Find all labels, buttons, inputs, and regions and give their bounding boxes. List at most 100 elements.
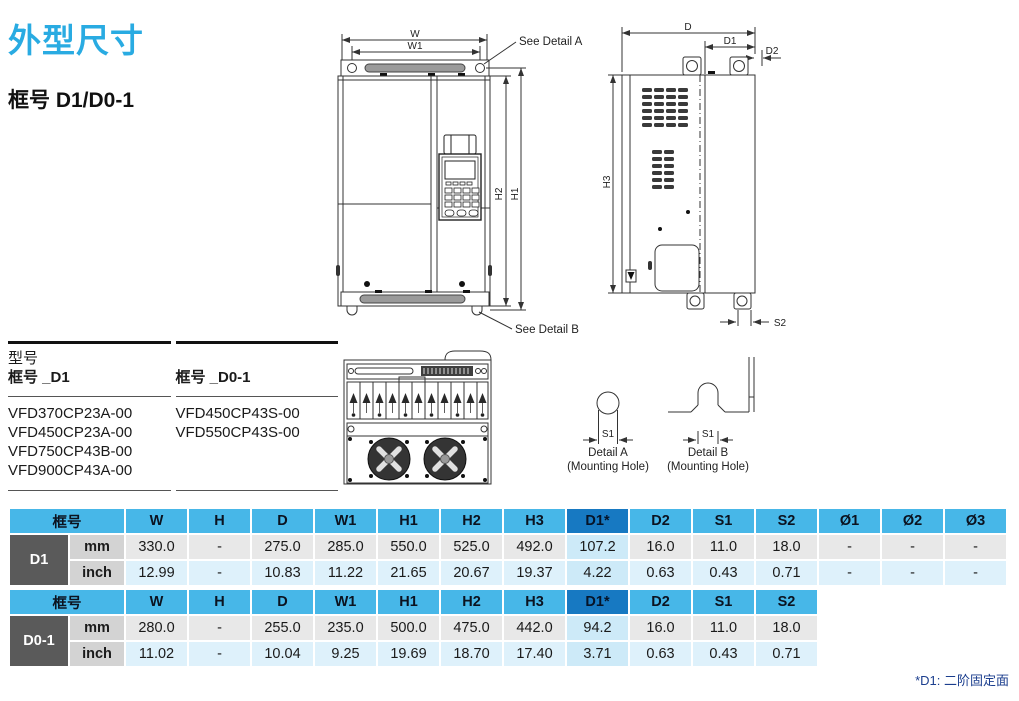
- column-header-cell: W: [126, 590, 187, 614]
- front-view-drawing: W W1 H2 H1 See Detail A See Detail B: [336, 29, 583, 336]
- dimension-value-cell: 0.43: [693, 642, 754, 666]
- footnote: *D1: 二阶固定面: [915, 673, 1009, 688]
- model-number: VFD900CP43A-00: [8, 462, 133, 479]
- column-header-cell: Ø3: [945, 509, 1006, 533]
- dimension-value-cell: 18.0: [756, 616, 817, 640]
- column-header-cell: H2: [441, 509, 502, 533]
- dimension-value-cell: 11.22: [315, 561, 376, 585]
- dimension-value-cell: 11.02: [126, 642, 187, 666]
- dimension-value-cell: -: [189, 616, 250, 640]
- terminal-lugs: [349, 393, 487, 417]
- dimension-value-cell: -: [189, 642, 250, 666]
- dimension-value-cell: 280.0: [126, 616, 187, 640]
- dim-label-d2: D2: [766, 46, 779, 57]
- model-list-heading-spacer: [176, 349, 339, 368]
- dim-label-h1: H1: [510, 187, 521, 200]
- model-list-head: 型号框号 _D1: [8, 341, 171, 397]
- frame-row-label: D1: [10, 535, 68, 585]
- dimension-value-cell: 492.0: [504, 535, 565, 559]
- column-header-cell: H1: [378, 509, 439, 533]
- dimension-value-cell: 550.0: [378, 535, 439, 559]
- dimension-value-cell: -: [882, 561, 943, 585]
- dimension-value-cell: 19.69: [378, 642, 439, 666]
- vent-louvers: [642, 88, 688, 189]
- dimension-value-cell: 16.0: [630, 535, 691, 559]
- dimension-value-cell: 0.43: [693, 561, 754, 585]
- dimension-value-cell: 107.2: [567, 535, 628, 559]
- bottom-view-drawing: [343, 350, 492, 485]
- dimension-value-cell: 235.0: [315, 616, 376, 640]
- column-header-cell: D2: [630, 509, 691, 533]
- frame-column-header: 框号 _D0-1: [175, 369, 251, 386]
- column-header-cell: W1: [315, 590, 376, 614]
- dim-label-w1: W1: [408, 41, 423, 52]
- model-number: VFD550CP43S-00: [175, 424, 300, 441]
- frame-subtitle: 框号 D1/D0-1: [8, 89, 135, 112]
- side-view-drawing: D D1 D2 H3 S2: [602, 22, 787, 329]
- dimension-value-cell: 0.63: [630, 561, 691, 585]
- column-header-cell: Ø2: [882, 509, 943, 533]
- detail-a-title: Detail A: [588, 447, 628, 459]
- column-header-cell: S2: [756, 509, 817, 533]
- dim-label-h2: H2: [494, 187, 505, 200]
- dimension-value-cell: 4.22: [567, 561, 628, 585]
- column-header-cell: S1: [693, 509, 754, 533]
- column-header-cell: W: [126, 509, 187, 533]
- detail-a-subtitle: (Mounting Hole): [567, 461, 649, 473]
- frame-column-header: 框号 _D1: [8, 369, 70, 386]
- unit-cell: inch: [70, 642, 124, 666]
- detail-a-drawing: S1 Detail A (Mounting Hole): [567, 391, 649, 473]
- dimension-value-cell: -: [819, 561, 880, 585]
- model-list-head: 框号 _D0-1: [175, 341, 339, 397]
- dimension-value-cell: -: [882, 535, 943, 559]
- dimension-value-cell: -: [819, 535, 880, 559]
- dimension-value-cell: 525.0: [441, 535, 502, 559]
- dimension-value-cell: 500.0: [378, 616, 439, 640]
- column-header-cell: D1*: [567, 509, 628, 533]
- dimension-value-cell: 10.04: [252, 642, 313, 666]
- unit-cell: inch: [70, 561, 124, 585]
- dim-label-d: D: [684, 22, 691, 33]
- unit-cell: mm: [70, 535, 124, 559]
- mounting-detail-drawings: S1 Detail A (Mounting Hole) S1 Detail B …: [567, 357, 755, 473]
- column-header-cell: H: [189, 509, 250, 533]
- dimension-value-cell: 18.70: [441, 642, 502, 666]
- dimension-value-cell: 285.0: [315, 535, 376, 559]
- dimension-value-cell: 442.0: [504, 616, 565, 640]
- dim-label-s2: S2: [774, 318, 787, 329]
- dimension-value-cell: 3.71: [567, 642, 628, 666]
- model-list-heading: 型号: [8, 350, 39, 367]
- frame-header-cell: 框号: [10, 590, 124, 614]
- frame-header-cell: 框号: [10, 509, 124, 533]
- cooling-fan: [367, 437, 411, 481]
- dim-label-w: W: [410, 29, 420, 40]
- detail-b-drawing: S1 Detail B (Mounting Hole): [667, 357, 755, 473]
- see-detail-a-label: See Detail A: [519, 36, 583, 48]
- dimension-value-cell: 18.0: [756, 535, 817, 559]
- model-number: VFD450CP23A-00: [8, 424, 133, 441]
- dimension-value-cell: 11.0: [693, 535, 754, 559]
- dimension-value-cell: -: [189, 561, 250, 585]
- column-header-cell: H3: [504, 590, 565, 614]
- column-header-cell: Ø1: [819, 509, 880, 533]
- dimension-value-cell: 94.2: [567, 616, 628, 640]
- dimension-value-cell: 17.40: [504, 642, 565, 666]
- column-header-cell: S1: [693, 590, 754, 614]
- see-detail-b-label: See Detail B: [515, 324, 579, 336]
- column-header-cell: S2: [756, 590, 817, 614]
- model-number: VFD370CP23A-00: [8, 405, 133, 422]
- frame-row-label: D0-1: [10, 616, 68, 666]
- detail-b-title: Detail B: [688, 447, 729, 459]
- column-header-cell: W1: [315, 509, 376, 533]
- model-number: VFD750CP43B-00: [8, 443, 133, 460]
- column-header-cell: H3: [504, 509, 565, 533]
- model-number: VFD450CP43S-00: [175, 405, 300, 422]
